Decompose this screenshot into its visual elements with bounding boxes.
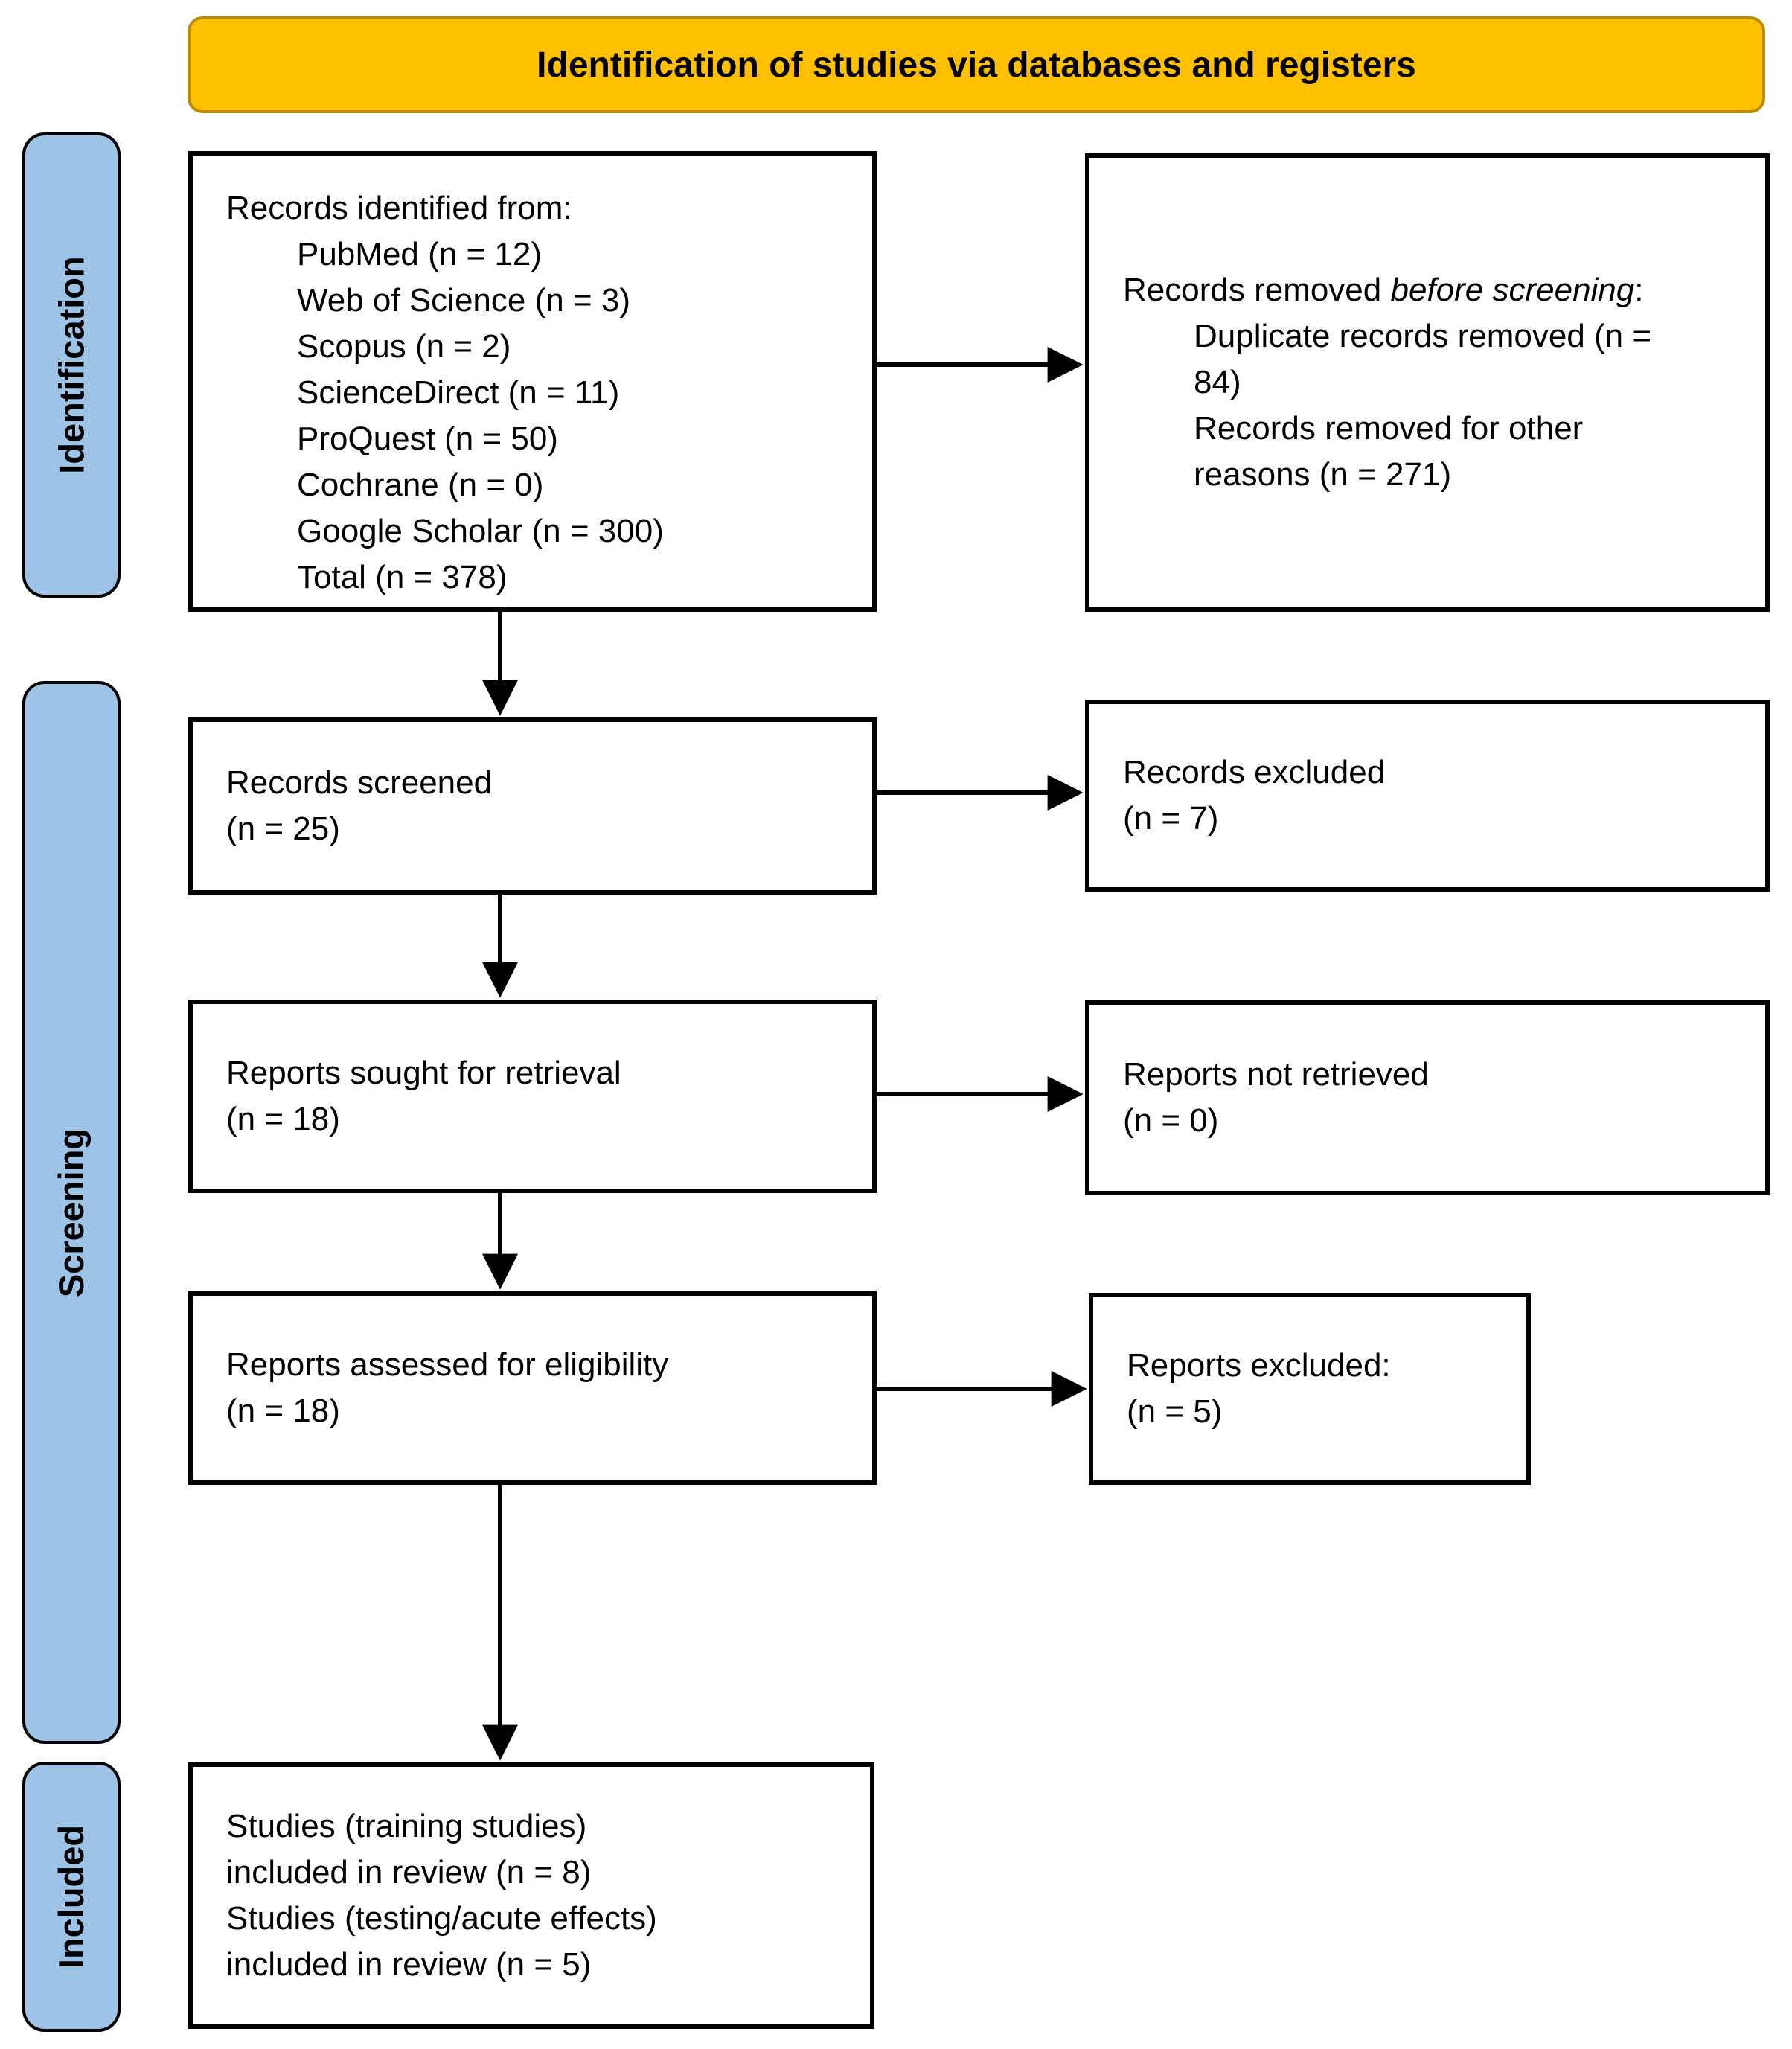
reports-excluded-count: (n = 5) <box>1127 1393 1223 1430</box>
box-reports-excluded: Reports excluded: (n = 5) <box>1089 1293 1531 1485</box>
source-total: Total (n = 378) <box>297 559 508 595</box>
records-removed-title-colon: : <box>1634 272 1644 308</box>
source-pubmed: PubMed (n = 12) <box>297 236 542 272</box>
stage-label-identification: Identification <box>51 256 92 474</box>
reports-not-retrieved-count: (n = 0) <box>1123 1102 1219 1139</box>
records-identified-title: Records identified from: <box>226 190 572 226</box>
records-identified-sources: PubMed (n = 12) Web of Science (n = 3) S… <box>226 231 842 601</box>
studies-included-line4: included in review (n = 5) <box>226 1946 592 1983</box>
box-records-identified: Records identified from: PubMed (n = 12)… <box>188 151 877 612</box>
reason-duplicates: Duplicate records removed (n = 84) <box>1194 318 1652 400</box>
box-records-screened: Records screened (n = 25) <box>188 717 877 895</box>
reason-other-reasons: Records removed for other reasons (n = 2… <box>1194 410 1584 493</box>
banner-title-text: Identification of studies via databases … <box>537 45 1416 85</box>
stage-bar-included: Included <box>22 1762 121 2032</box>
stage-bar-identification: Identification <box>22 132 121 598</box>
records-removed-title: Records removed before screening: <box>1123 267 1657 313</box>
box-reports-assessed: Reports assessed for eligibility (n = 18… <box>188 1291 877 1485</box>
studies-included-line2: included in review (n = 8) <box>226 1854 592 1890</box>
reports-sought-label: Reports sought for retrieval <box>226 1055 621 1091</box>
reports-excluded-label: Reports excluded: <box>1127 1347 1391 1384</box>
reports-not-retrieved-label: Reports not retrieved <box>1123 1056 1429 1093</box>
reports-assessed-count: (n = 18) <box>226 1393 340 1429</box>
box-studies-included: Studies (training studies) included in r… <box>188 1762 874 2029</box>
stage-label-screening: Screening <box>51 1128 92 1297</box>
records-screened-label: Records screened <box>226 764 493 801</box>
source-scopus: Scopus (n = 2) <box>297 328 511 365</box>
studies-included-line1: Studies (training studies) <box>226 1808 587 1844</box>
records-removed-title-italic: before screening <box>1390 272 1635 308</box>
source-proquest: ProQuest (n = 50) <box>297 421 558 457</box>
reports-sought-count: (n = 18) <box>226 1101 340 1137</box>
source-cochrane: Cochrane (n = 0) <box>297 467 544 503</box>
source-web-of-science: Web of Science (n = 3) <box>297 282 630 319</box>
stage-label-included: Included <box>51 1824 92 1969</box>
source-google-scholar: Google Scholar (n = 300) <box>297 513 664 549</box>
box-reports-sought: Reports sought for retrieval (n = 18) <box>188 1000 877 1193</box>
box-reports-not-retrieved: Reports not retrieved (n = 0) <box>1085 1000 1770 1195</box>
studies-included-line3: Studies (testing/acute effects) <box>226 1900 657 1937</box>
records-excluded-label: Records excluded <box>1123 754 1386 790</box>
banner-title: Identification of studies via databases … <box>188 16 1765 113</box>
records-removed-content: Records removed before screening: Duplic… <box>1123 267 1735 498</box>
stage-bar-screening: Screening <box>22 681 121 1744</box>
box-records-removed: Records removed before screening: Duplic… <box>1085 153 1770 612</box>
records-screened-count: (n = 25) <box>226 811 340 847</box>
records-removed-title-prefix: Records removed <box>1123 272 1391 308</box>
reports-assessed-label: Reports assessed for eligibility <box>226 1346 669 1383</box>
records-removed-reasons: Duplicate records removed (n = 84) Recor… <box>1123 313 1657 498</box>
records-excluded-count: (n = 7) <box>1123 800 1219 837</box>
box-records-excluded: Records excluded (n = 7) <box>1085 700 1770 892</box>
source-sciencedirect: ScienceDirect (n = 11) <box>297 374 620 411</box>
